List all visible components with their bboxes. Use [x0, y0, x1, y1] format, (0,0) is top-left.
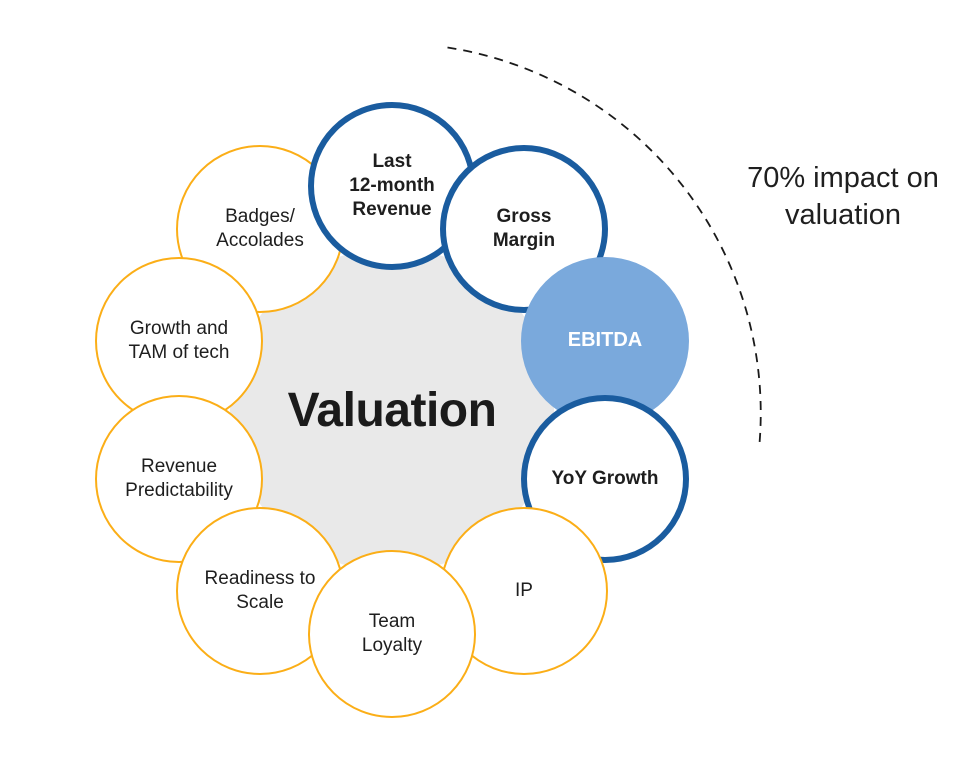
factor-label: Growth and TAM of tech [128, 317, 230, 363]
factor-label: Last 12-month Revenue [349, 150, 435, 221]
factor-label: Revenue Predictability [125, 455, 233, 501]
factor-label: YoY Growth [551, 467, 659, 489]
factor-label: Team Loyalty [361, 610, 423, 656]
factor-label: IP [515, 579, 533, 601]
center-label: Valuation [287, 383, 497, 437]
factor-label: Readiness to Scale [204, 567, 316, 613]
factor-circle-team-loyalty: Team Loyalty [308, 550, 476, 718]
impact-annotation: 70% impact on valuation [747, 162, 939, 231]
factor-label: EBITDA [567, 329, 643, 352]
factor-label: Gross Margin [492, 205, 556, 251]
factor-label: Badges/ Accolades [216, 205, 304, 251]
